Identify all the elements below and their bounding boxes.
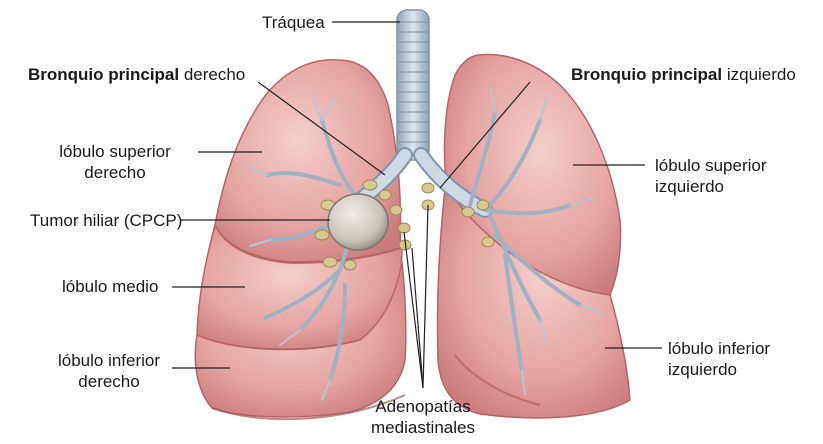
right-middle-lobe-label: lóbulo medio [62,276,158,297]
lymph-node [482,237,494,247]
trachea [397,10,429,160]
left-upper-lobe-label: lóbulo superior izquierdo [655,155,767,197]
lymph-node [363,180,377,190]
tumor-label: Tumor hiliar (CPCP) [30,210,182,231]
lymph-node [344,260,356,270]
mediastinal-nodes-label: Adenopatías mediastinales [363,396,483,438]
lymph-node [422,183,434,193]
left-main-bronchus-label: Bronquio principal izquierdo [571,64,796,85]
lymph-node [379,190,391,200]
lymph-node [462,207,474,217]
lymph-node [323,257,337,267]
leader-nodes-3 [423,205,428,388]
leader-nodes-1 [404,232,423,388]
right-lower-lobe-label: lóbulo inferior derecho [44,350,174,392]
lymph-node [477,200,489,210]
right-upper-lobe-label: lóbulo superior derecho [40,141,190,183]
hilar-tumor [328,194,388,250]
lymph-node [398,223,410,233]
leader-nodes-2 [412,248,423,388]
right-main-bronchus-label: Bronquio principal derecho [28,64,245,85]
lymph-node [390,205,402,215]
left-lower-lobe-label: lóbulo inferior izquierdo [668,338,770,380]
left-lung [437,54,630,417]
lymph-node [315,230,329,240]
trachea-label: Tráquea [262,12,325,33]
